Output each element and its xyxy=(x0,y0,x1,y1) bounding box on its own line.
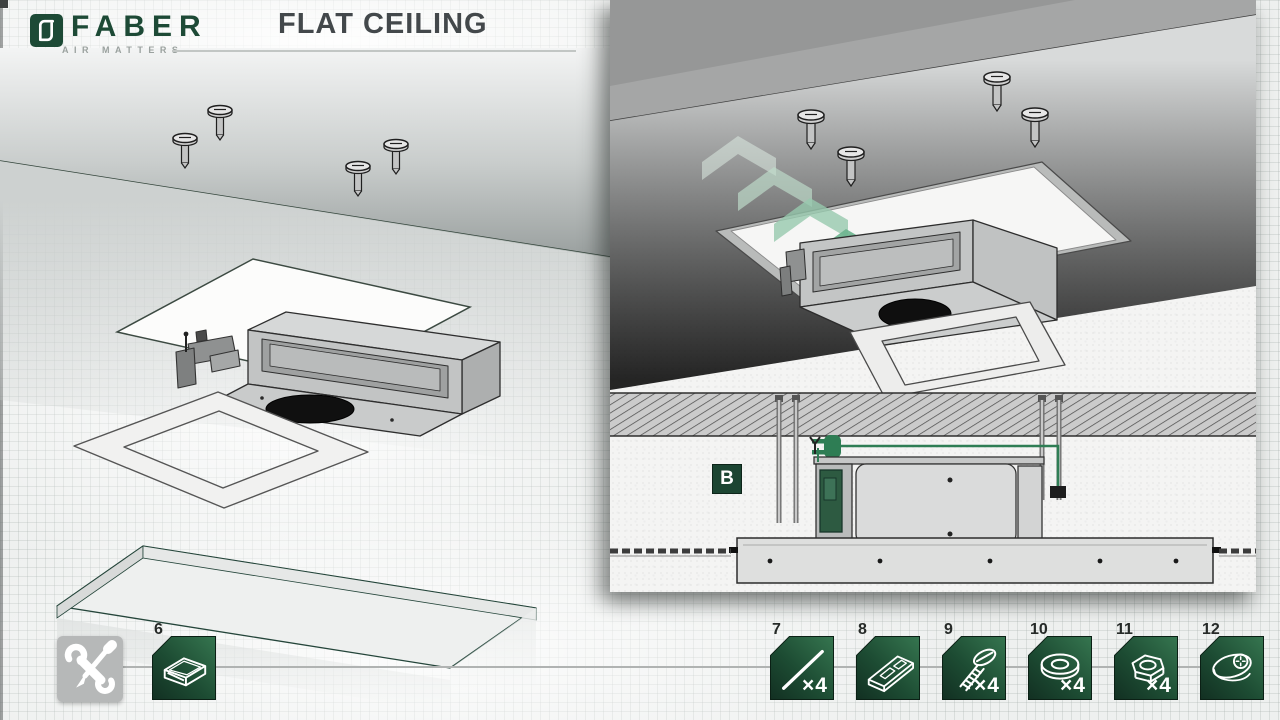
hex-nut-icon xyxy=(1131,654,1165,683)
motor-mechanism xyxy=(175,329,241,389)
frame-corner xyxy=(0,0,8,8)
inset-ceiling-slab-dark xyxy=(610,0,1075,86)
power-plug-icon xyxy=(812,435,1066,498)
part-number: 6 xyxy=(154,621,163,638)
ceiling-rails xyxy=(610,548,1256,557)
part-number: 11 xyxy=(1116,621,1133,638)
part-number: 12 xyxy=(1202,621,1220,638)
section-label-b: B xyxy=(712,464,742,494)
hood-unit xyxy=(205,311,501,437)
washer-icon xyxy=(1040,653,1080,680)
screw-icon xyxy=(959,648,997,692)
ceiling-hood-unit-icon xyxy=(163,657,207,687)
part-number: 9 xyxy=(944,621,953,638)
mounting-bracket-icon xyxy=(867,655,914,693)
part-qty: ×4 xyxy=(802,674,828,697)
inset-illustration xyxy=(610,0,1256,584)
kitchen-counter xyxy=(56,545,537,712)
brand-tagline: AIR MATTERS xyxy=(62,45,184,55)
threaded-rod-icon xyxy=(782,649,824,690)
brand-name: FABER xyxy=(71,10,208,43)
header-rule xyxy=(172,50,576,52)
wrench-screwdriver-icon xyxy=(64,640,117,694)
tools-required-chip xyxy=(57,636,123,702)
power-cable xyxy=(841,444,1060,486)
brand-logo: FABER xyxy=(30,12,208,47)
inset-perimeter-frame xyxy=(849,301,1066,399)
power-connector xyxy=(1050,486,1066,498)
legend-line xyxy=(57,666,1262,668)
part-badge-6: 6 xyxy=(152,621,216,700)
part-qty: ×4 xyxy=(974,674,1000,697)
part-badge-8: 8 xyxy=(856,621,920,700)
hood-unit-section xyxy=(809,436,1045,545)
part-number: 7 xyxy=(772,621,781,638)
ceiling-plane xyxy=(0,48,610,257)
part-number: 10 xyxy=(1030,621,1048,638)
inset-panel xyxy=(610,0,1256,592)
part-badge-11: 11 ×4 xyxy=(1114,621,1178,700)
part-qty: ×4 xyxy=(1060,674,1086,697)
page-title: FLAT CEILING xyxy=(278,8,488,40)
remote-control-icon xyxy=(1212,653,1252,682)
flat-ceiling-panel xyxy=(729,537,1221,584)
part-badge-9: 9 ×4 xyxy=(942,621,1006,700)
faber-logo-icon xyxy=(30,14,63,47)
fan-opening xyxy=(265,394,355,424)
main-illustration xyxy=(0,48,610,712)
part-badge-12: 12 xyxy=(1200,621,1264,700)
cross-section xyxy=(610,392,1256,584)
part-qty: ×4 xyxy=(1146,674,1172,697)
part-number: 8 xyxy=(858,621,867,638)
part-badge-10: 10 ×4 xyxy=(1028,621,1092,700)
part-badge-7: 7 ×4 xyxy=(770,621,834,700)
perimeter-frame xyxy=(73,391,369,509)
